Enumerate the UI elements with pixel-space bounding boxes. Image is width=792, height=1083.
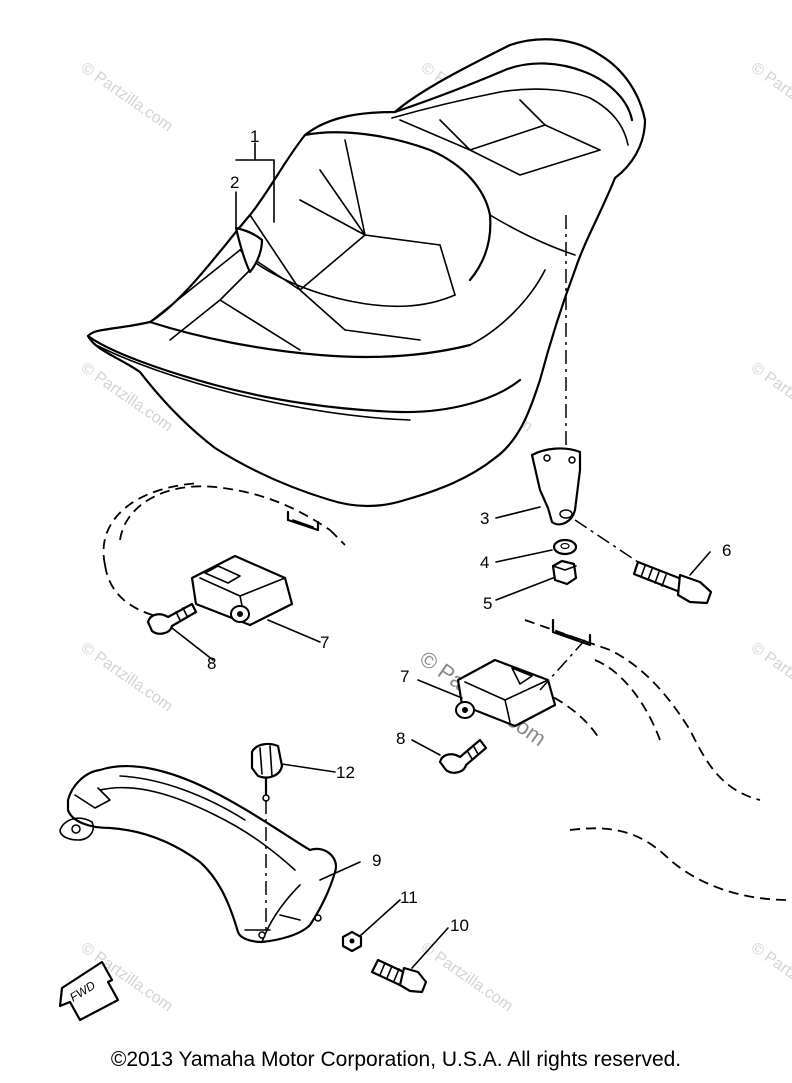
callout-10: 10: [450, 916, 469, 935]
callout-7-left: 7: [320, 633, 329, 652]
callout-8-right: 8: [396, 729, 405, 748]
watermark: © Partzilla.com: [418, 939, 516, 1015]
callout-5: 5: [483, 594, 492, 613]
washer-part-4: [552, 538, 578, 556]
watermark: © Partzilla.com: [748, 359, 792, 435]
callouts: 1 2 3 4 5 6 7 8 7 8 12 9 11 10: [207, 127, 731, 935]
bolt-part-10: [370, 958, 428, 994]
watermark: © Partzilla.com: [748, 59, 792, 135]
watermark: © Partzilla.com: [748, 639, 792, 715]
callout-1: 1: [250, 127, 259, 146]
seat-drawing: [86, 38, 647, 508]
bracket-part-7-right: [455, 658, 557, 728]
callout-3: 3: [480, 509, 489, 528]
callout-2: 2: [230, 173, 239, 192]
leader-lines: [171, 142, 711, 969]
callout-11: 11: [400, 888, 418, 907]
callout-9: 9: [372, 851, 381, 870]
callout-4: 4: [480, 553, 489, 572]
callout-6: 6: [722, 541, 731, 560]
callout-8-left: 8: [207, 654, 216, 673]
bracket-part-3: [530, 447, 582, 526]
watermark: © Partzilla.com: [78, 59, 176, 135]
bolt-part-8-right: [438, 738, 488, 774]
bracket-part-7-left: [190, 554, 294, 627]
callout-12: 12: [336, 763, 355, 782]
nut-part-11: [341, 930, 363, 953]
copyright-notice: ©2013 Yamaha Motor Corporation, U.S.A. A…: [110, 1048, 682, 1071]
nut-part-5: [551, 559, 578, 586]
bolt-part-6: [632, 560, 713, 605]
damper-part-12: [250, 742, 284, 802]
forward-arrow-icon: FWD: [58, 960, 120, 1022]
tray-part-9: [59, 764, 338, 944]
watermark: © Partzilla.com: [748, 939, 792, 1015]
watermark: © Partzilla.com: [78, 639, 176, 715]
bolt-part-8-left: [146, 602, 198, 635]
callout-7-right: 7: [400, 667, 409, 686]
assembly-lines: [265, 215, 639, 930]
